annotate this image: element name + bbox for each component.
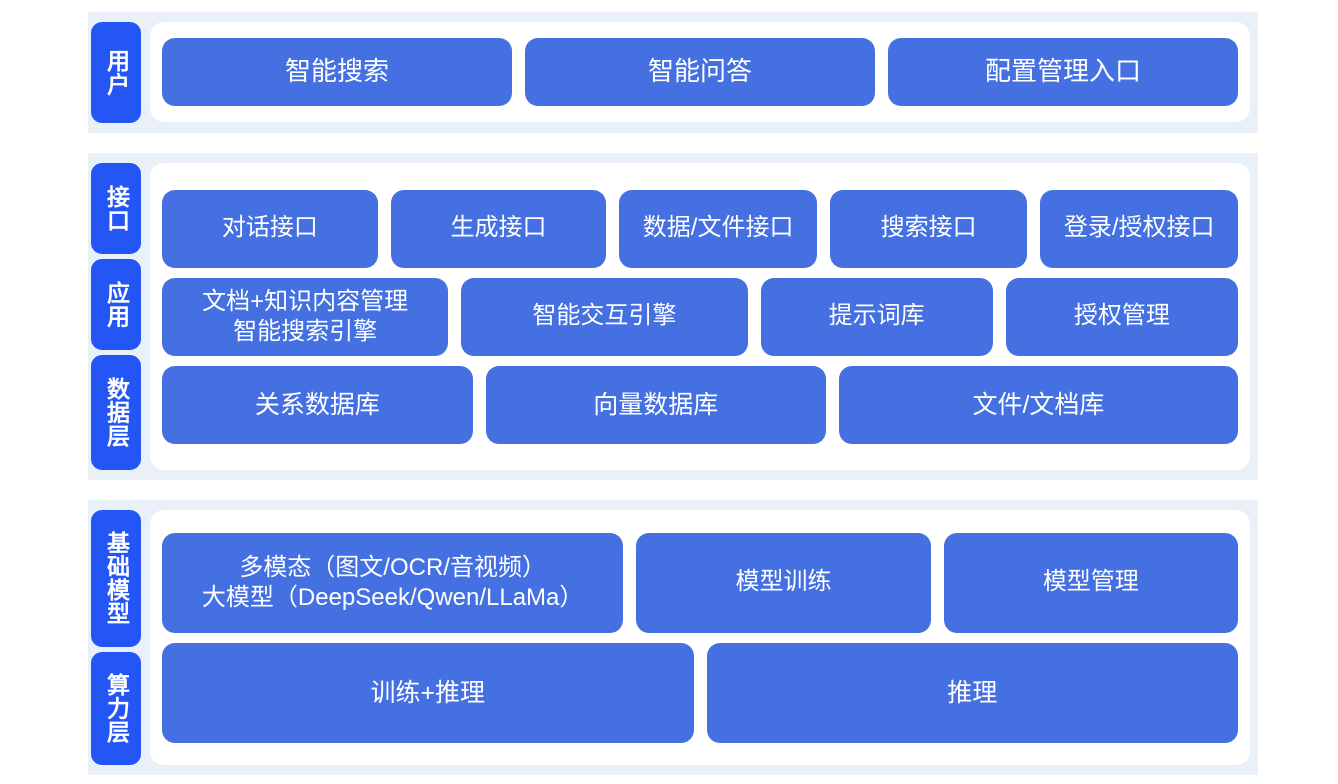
panel-middle-layers: 对话接口 生成接口 数据/文件接口 搜索接口 登录/授权接口 文档+知识内容管理… (150, 163, 1250, 470)
card-row-foundation-model: 多模态（图文/OCR/音视频） 大模型（DeepSeek/Qwen/LLaMa）… (162, 532, 1238, 633)
panel-user-layer: 智能搜索 智能问答 配置管理入口 (150, 22, 1250, 122)
card-smart-qa[interactable]: 智能问答 (525, 38, 875, 106)
card-row-compute: 训练+推理 推理 (162, 642, 1238, 743)
layer-label-column-middle: 接口 应用 数据层 (88, 153, 144, 480)
card-prompt-library[interactable]: 提示词库 (760, 277, 993, 356)
panel-infrastructure-layers: 多模态（图文/OCR/音视频） 大模型（DeepSeek/Qwen/LLaMa）… (150, 510, 1250, 765)
card-login-auth-interface[interactable]: 登录/授权接口 (1040, 189, 1238, 268)
card-dialog-interface[interactable]: 对话接口 (162, 189, 378, 268)
card-model-training[interactable]: 模型训练 (636, 532, 931, 633)
card-smart-interaction-engine[interactable]: 智能交互引擎 (461, 277, 748, 356)
layer-chip-user[interactable]: 用户 (91, 22, 141, 123)
layer-label-column-infra: 基础模型 算力层 (88, 500, 144, 775)
card-data-file-interface[interactable]: 数据/文件接口 (619, 189, 817, 268)
card-vector-database[interactable]: 向量数据库 (485, 365, 826, 444)
card-generation-interface[interactable]: 生成接口 (390, 189, 607, 268)
section-user-layer: 用户 智能搜索 智能问答 配置管理入口 (88, 12, 1258, 133)
layer-chip-interface[interactable]: 接口 (91, 163, 141, 255)
section-middle-layers: 接口 应用 数据层 对话接口 生成接口 数据/文件接口 搜索接口 登录/授权接口… (88, 153, 1258, 480)
layer-chip-data[interactable]: 数据层 (91, 355, 141, 471)
card-file-document-store[interactable]: 文件/文档库 (838, 365, 1238, 444)
card-training-and-inference[interactable]: 训练+推理 (162, 642, 694, 743)
card-row-interface: 对话接口 生成接口 数据/文件接口 搜索接口 登录/授权接口 (162, 189, 1238, 268)
card-row-data: 关系数据库 向量数据库 文件/文档库 (162, 365, 1238, 444)
card-search-interface[interactable]: 搜索接口 (829, 189, 1028, 268)
layer-label-column-user: 用户 (88, 12, 144, 133)
card-document-knowledge-management[interactable]: 文档+知识内容管理 智能搜索引擎 (162, 277, 449, 356)
card-model-management[interactable]: 模型管理 (943, 532, 1238, 633)
card-row-application: 文档+知识内容管理 智能搜索引擎 智能交互引擎 提示词库 授权管理 (162, 277, 1238, 356)
card-authorization-management[interactable]: 授权管理 (1005, 277, 1238, 356)
card-row-user-entries: 智能搜索 智能问答 配置管理入口 (162, 38, 1238, 106)
layer-chip-foundation-model[interactable]: 基础模型 (91, 510, 141, 647)
layer-chip-application[interactable]: 应用 (91, 259, 141, 351)
card-config-management-entry[interactable]: 配置管理入口 (888, 38, 1238, 106)
card-relational-database[interactable]: 关系数据库 (162, 365, 473, 444)
card-multimodal-large-model[interactable]: 多模态（图文/OCR/音视频） 大模型（DeepSeek/Qwen/LLaMa） (162, 532, 624, 633)
card-inference[interactable]: 推理 (706, 642, 1238, 743)
layer-chip-compute[interactable]: 算力层 (91, 651, 141, 765)
card-smart-search[interactable]: 智能搜索 (162, 38, 512, 106)
section-infrastructure-layers: 基础模型 算力层 多模态（图文/OCR/音视频） 大模型（DeepSeek/Qw… (88, 500, 1258, 775)
